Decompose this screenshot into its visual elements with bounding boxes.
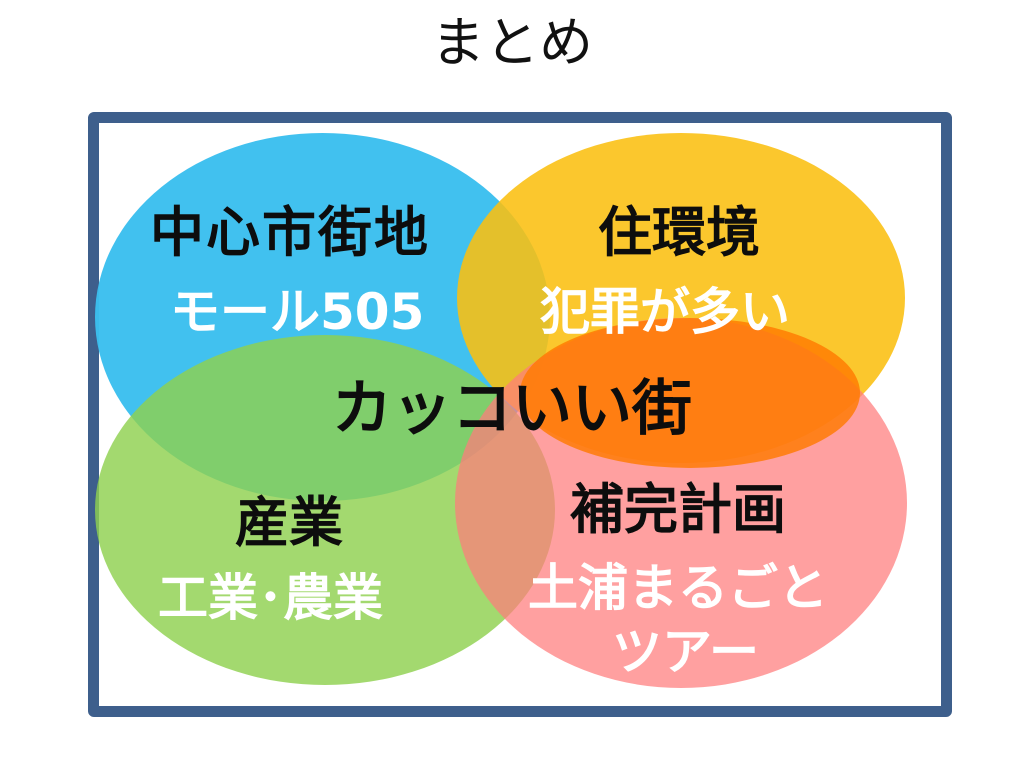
complementary-plan-detail-line2: ツアー [612, 623, 759, 681]
living-environment-title: 住環境 [598, 201, 760, 264]
center-district-title: 中心市街地 [150, 201, 430, 264]
center-district-detail: モール505 [170, 283, 425, 341]
slide-title: まとめ [431, 11, 593, 74]
complementary-plan-detail-line1: 土浦まるごと [528, 559, 828, 617]
central-theme-label: カッコいい街 [332, 374, 692, 444]
industry-detail: 工業･農業 [158, 569, 383, 627]
industry-title: 産業 [235, 491, 343, 554]
complementary-plan-title: 補完計画 [570, 478, 786, 541]
living-environment-detail: 犯罪が多い [540, 283, 790, 341]
intersection-highlight [520, 318, 860, 468]
